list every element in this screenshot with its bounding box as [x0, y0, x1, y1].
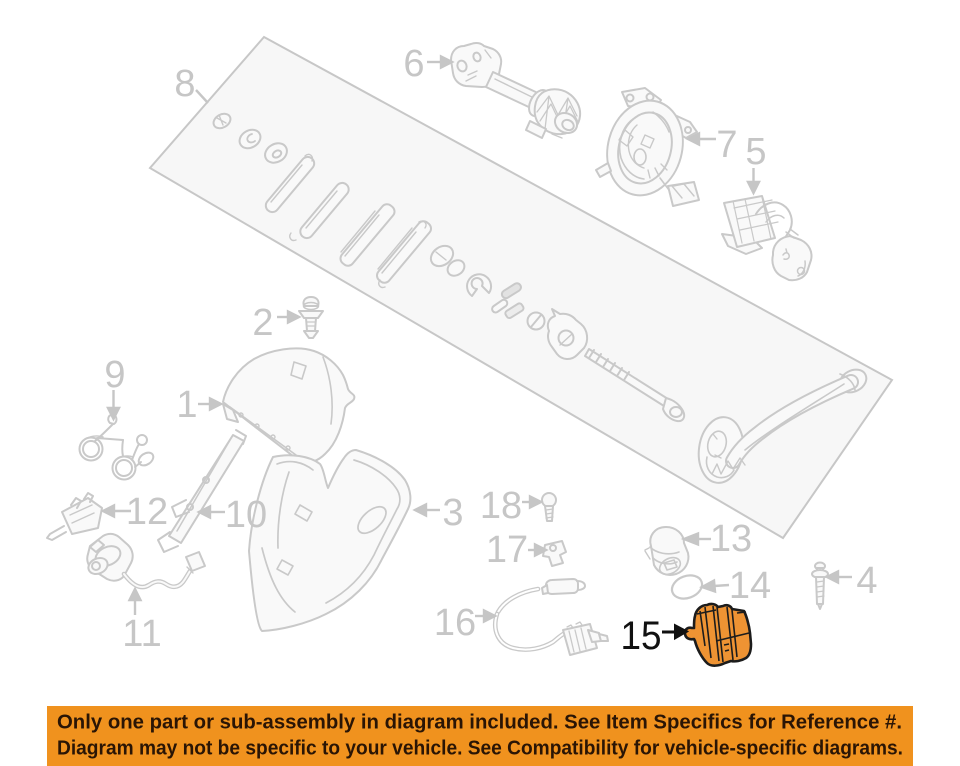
svg-text:14: 14	[729, 565, 771, 607]
svg-text:8: 8	[174, 63, 195, 105]
svg-text:9: 9	[104, 354, 125, 396]
svg-text:Diagram may not be specific to: Diagram may not be specific to your vehi…	[57, 738, 903, 760]
svg-text:13: 13	[710, 518, 752, 560]
svg-text:Only one part or sub-assembly: Only one part or sub-assembly in diagram…	[57, 712, 902, 734]
svg-text:5: 5	[745, 131, 766, 173]
svg-text:12: 12	[126, 491, 168, 533]
svg-text:2: 2	[252, 302, 273, 344]
svg-text:10: 10	[225, 494, 267, 536]
svg-text:6: 6	[403, 43, 424, 85]
svg-text:4: 4	[856, 560, 877, 602]
svg-text:18: 18	[480, 485, 522, 527]
svg-text:1: 1	[176, 384, 197, 426]
svg-text:17: 17	[486, 529, 528, 571]
svg-text:11: 11	[122, 613, 161, 655]
svg-text:15: 15	[621, 614, 662, 658]
svg-text:3: 3	[442, 492, 463, 534]
svg-text:7: 7	[716, 124, 737, 166]
svg-text:16: 16	[434, 602, 476, 644]
